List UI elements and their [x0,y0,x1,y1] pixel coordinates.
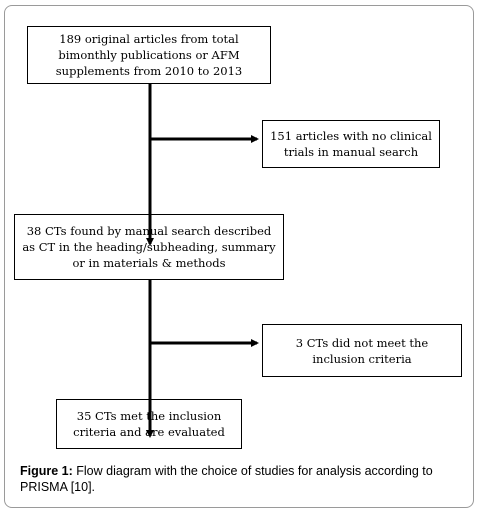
excluded-no-clinical-trials-box: 151 articles with no clinical trials in … [262,120,440,168]
included-studies-text: 35 CTs met the inclusion criteria and ar… [73,409,225,439]
figure-caption: Figure 1: Flow diagram with the choice o… [20,463,466,495]
cts-found-text: 38 CTs found by manual search described … [22,224,276,270]
figure-caption-label: Figure 1: [20,464,73,478]
included-studies-box: 35 CTs met the inclusion criteria and ar… [56,399,242,449]
excluded-inclusion-criteria-box: 3 CTs did not meet the inclusion criteri… [262,324,462,377]
excluded-inclusion-criteria-text: 3 CTs did not meet the inclusion criteri… [295,335,429,366]
cts-found-box: 38 CTs found by manual search described … [14,214,284,280]
excluded-no-clinical-trials-text: 151 articles with no clinical trials in … [270,129,432,159]
records-identified-box: 189 original articles from total bimonth… [27,26,271,84]
figure-caption-text: Flow diagram with the choice of studies … [20,464,433,494]
records-identified-text: 189 original articles from total bimonth… [55,32,243,78]
